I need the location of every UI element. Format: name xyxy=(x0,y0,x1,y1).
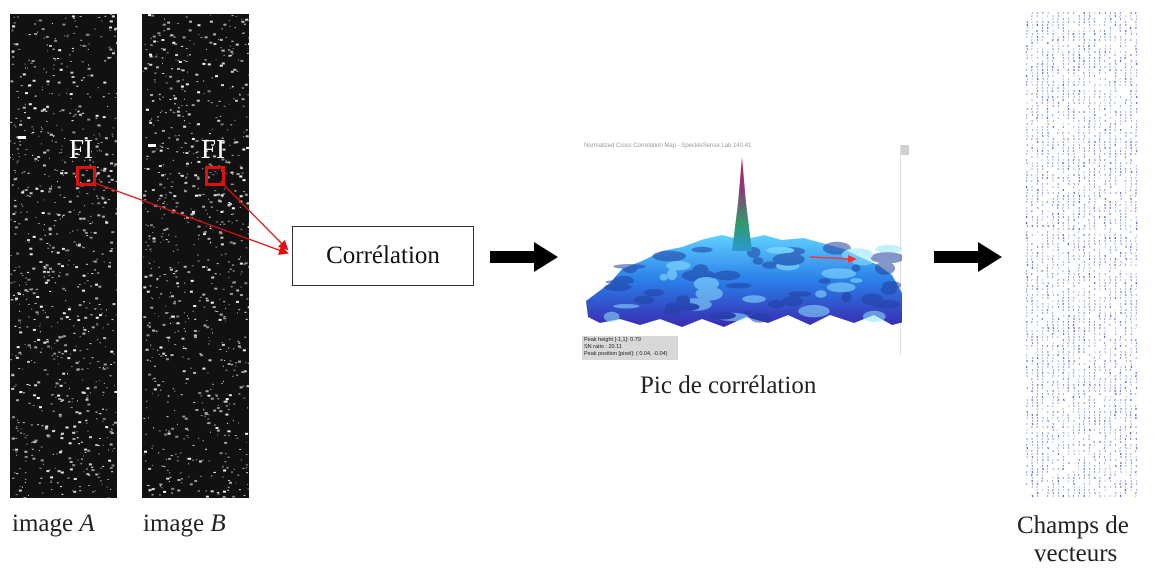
image-b-interrogation-window xyxy=(205,166,225,186)
image-b-fi-label: FI xyxy=(201,134,226,164)
arrow-from-image-a xyxy=(91,181,289,255)
sn-ratio-text: SN ratio : 20.11 xyxy=(584,344,622,350)
arrow-from-image-b xyxy=(220,181,289,251)
image-a-fi-label: FI xyxy=(69,134,94,164)
correlation-box: Corrélation xyxy=(292,226,474,286)
image-b-strip xyxy=(142,14,249,498)
vector-field-caption-line2: vecteurs xyxy=(1034,540,1118,567)
correlation-surface-plot xyxy=(586,157,902,327)
correlation-info-box: Peak height [-1,1]: 0.79 SN ratio : 20.1… xyxy=(582,336,678,360)
image-a-particles xyxy=(10,14,117,498)
vector-field-caption-line1: Champs de xyxy=(1017,512,1129,539)
flow-arrow-1 xyxy=(490,242,558,272)
flow-arrow-2 xyxy=(934,242,1002,272)
peak-direction-arrow xyxy=(809,256,851,260)
image-a-caption: image A xyxy=(12,510,95,537)
vector-field xyxy=(1025,11,1138,498)
correlation-peak xyxy=(732,157,752,251)
correlation-map-title: Normalized Cross Correlation Map - Speck… xyxy=(584,143,752,149)
correlation-label: Corrélation xyxy=(326,242,440,269)
image-b-particles xyxy=(142,14,249,498)
correlation-peak-caption: Pic de corrélation xyxy=(640,372,817,399)
peak-position-text: Peak position [pixel]: ( 0.04, -0.04) xyxy=(584,351,668,357)
image-a-strip xyxy=(10,14,117,498)
peak-height-text: Peak height [-1,1]: 0.79 xyxy=(584,337,641,343)
correlation-map-panel: Normalized Cross Correlation Map - Speck… xyxy=(582,143,910,363)
image-a-interrogation-window xyxy=(76,166,96,186)
image-b-caption: image B xyxy=(143,510,226,537)
